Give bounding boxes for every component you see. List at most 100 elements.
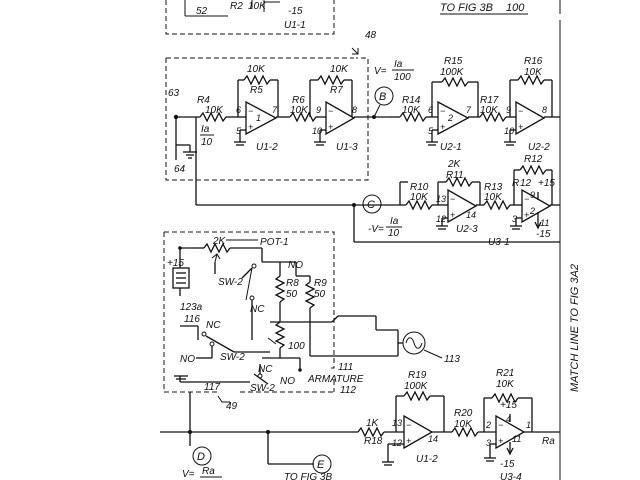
u12-pin7: 7 [272, 105, 278, 115]
r12-label: R12 [524, 154, 543, 165]
r17-value: 10K [480, 105, 499, 116]
v-den-c: 10 [388, 228, 400, 239]
r10-label: R10 [410, 182, 429, 193]
u3-1-label: U3-1 [488, 237, 510, 248]
u31-pin2: 2 [529, 206, 535, 216]
r5-label: R5 [250, 85, 263, 96]
r16-value: 10K [524, 67, 543, 78]
svg-text:+: + [450, 210, 455, 220]
u34-pin3: 3 [486, 438, 491, 448]
svg-text:+: + [498, 436, 503, 446]
ia-num: Ia [201, 124, 210, 135]
ia-den: 10 [201, 137, 213, 148]
r13-value: 10K [484, 192, 503, 203]
u22-pin10: 10 [504, 126, 514, 136]
u34-pin2: 2 [485, 420, 491, 430]
ref-100-top: 100 [506, 2, 525, 14]
r12-ref-num: 12 [520, 178, 532, 189]
r15-label: R15 [444, 56, 463, 67]
r14-value: 10K [402, 105, 421, 116]
r4-label: R4 [197, 95, 210, 106]
u31-pin9: 9 [530, 190, 535, 200]
r8-value: 50 [286, 289, 298, 300]
u21-pin5: 5 [428, 126, 434, 136]
svg-text:−: − [328, 106, 333, 116]
u34-pin1: 1 [526, 420, 531, 430]
r15-value: 100K [440, 67, 465, 78]
node-c: C [367, 199, 375, 211]
block-48: 48 63 R4 10K Ia 10 64 10K R5 − + 1 6 [165, 30, 390, 181]
r21-value: 10K [496, 379, 515, 390]
r20-value: 10K [454, 419, 473, 430]
ref-113: 113 [444, 354, 460, 365]
u23-pin12: 12 [436, 214, 446, 224]
r21-label: R21 [496, 368, 514, 379]
v-eq-c: -V= [368, 224, 384, 235]
r17-label: R17 [480, 95, 499, 106]
u23-pin14: 14 [466, 210, 476, 220]
node-d: D [197, 451, 205, 463]
plus15-bottom: +15 [500, 400, 517, 411]
plus15-pot: +15 [167, 258, 184, 269]
no-bottom: NO [280, 376, 295, 387]
u31-pin11: 11 [540, 218, 549, 228]
ref-117: 117 [204, 382, 220, 393]
node-e: E [317, 459, 325, 471]
ref-64: 64 [174, 164, 186, 175]
ref-116: 116 [184, 314, 200, 325]
ref-63: 63 [168, 88, 180, 99]
sw2-bottom: SW-2 [250, 383, 275, 394]
u13-pin9: 9 [316, 105, 321, 115]
pot1-label: POT-1 [260, 237, 289, 248]
pot-block-49: +15 123a 2K POT-1 SW-2 NC NO R8 50 [163, 231, 460, 412]
nc-top: NC [250, 304, 265, 315]
r13-label: R13 [484, 182, 503, 193]
u1-2b-label: U1-2 [416, 454, 438, 465]
neg15-top: -15 [288, 6, 303, 17]
u21-pin2: 2 [447, 113, 453, 123]
u12b-pin13: 13 [392, 418, 402, 428]
ra-output: Ra [542, 436, 555, 447]
r6-value: 10K [290, 105, 309, 116]
ref-49: 49 [226, 401, 238, 412]
u23-pin13: 13 [436, 194, 446, 204]
r14-label: R14 [402, 95, 421, 106]
v-eq-b: V= [374, 66, 387, 77]
r-2k: 2K [212, 236, 227, 247]
u1-3-label: U1-3 [336, 142, 358, 153]
r11-label: R11 [446, 170, 464, 181]
svg-text:+: + [406, 436, 411, 446]
svg-text:−: − [524, 194, 529, 204]
svg-text:−: − [248, 106, 253, 116]
r9-label: R9 [314, 278, 327, 289]
node-b: B [379, 91, 386, 103]
u22-pin9: 9 [506, 105, 511, 115]
r12-value-r: R [512, 178, 519, 189]
v-num-d: Ra [202, 466, 215, 477]
u34-pin4: 4 [506, 414, 511, 424]
r4-value: 10K [205, 105, 224, 116]
r19-label: R19 [408, 370, 427, 381]
svg-text:−: − [440, 106, 445, 116]
bottom-stage: D V= Ra E TO FIG 3B 1K R18 R19 100K − + … [160, 368, 560, 480]
svg-text:−: − [406, 420, 411, 430]
r2-value: 10K [248, 1, 267, 12]
r19-value: 100K [404, 381, 429, 392]
svg-text:+: + [518, 122, 523, 132]
r18-value: 1K [366, 418, 380, 429]
nc-left: NC [206, 320, 221, 331]
ref-52: 52 [196, 6, 208, 17]
r2-label: R2 [230, 1, 243, 12]
plus15-c: +15 [538, 178, 555, 189]
u34-pin11: 11 [512, 434, 521, 444]
ref-123a: 123a [180, 302, 203, 313]
r18-label: R18 [364, 436, 383, 447]
r10-value: 10K [410, 192, 429, 203]
u2-1-label: U2-1 [440, 142, 462, 153]
r6-label: R6 [292, 95, 305, 106]
match-line-label: MATCH LINE TO FIG 3A2 [569, 264, 581, 392]
ref-48: 48 [365, 30, 377, 41]
ref-111: 111 [338, 362, 353, 373]
stage-c: C -V= Ia 10 R10 10K 2K R11 − + 13 12 14 … [195, 117, 560, 248]
